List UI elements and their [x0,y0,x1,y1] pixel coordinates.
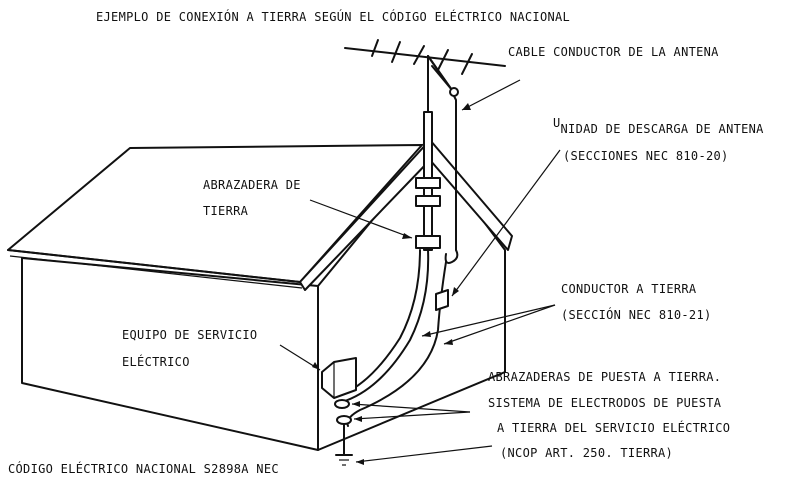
leader-discharge-unit [451,149,561,297]
label-ground-clamp-line1: ABRAZADERA DE [203,178,301,192]
leader-ground-conductor-a [421,304,556,337]
label-service-equipment-line2: ELÉCTRICO [122,355,190,369]
leader-ground-rod [355,445,493,463]
antenna-boom [344,47,506,67]
footer-code: CÓDIGO ELÉCTRICO NACIONAL S2898A NEC [8,462,279,476]
mast-ground-conductor [341,249,430,403]
label-ground-conductor-line1: CONDUCTOR A TIERRA [561,282,697,296]
diagram-title: EJEMPLO DE CONEXIÓN A TIERRA SEGÚN EL CÓ… [96,10,571,24]
roof-eave-lower [9,255,303,289]
discharge-unit-box [435,289,449,311]
label-ground-conductor-line2: (SECCIÓN NEC 810-21) [561,308,712,322]
label-electrode-line2: SISTEMA DE ELECTRODOS DE PUESTA [488,396,722,410]
label-discharge-unit-first: U [553,116,561,130]
roof-eave [7,249,301,283]
label-discharge-unit-sections: (SECCIONES NEC 810-20) [563,149,729,163]
label-antenna-lead: CABLE CONDUCTOR DE LA ANTENA [508,45,719,59]
label-discharge-unit: UNIDAD DE DESCARGA DE ANTENA [553,116,764,136]
leader-ground-clamp [309,199,413,239]
house-front-wall [21,257,319,451]
leader-ground-conductor-b [443,304,556,345]
label-electrode-line1: ABRAZADERAS DE PUESTA A TIERRA. [488,370,722,384]
leader-antenna-lead [461,79,521,111]
label-ground-clamp-line2: TIERRA [203,204,249,218]
label-discharge-unit-rest: NIDAD DE DESCARGA DE ANTENA [560,122,764,136]
leader-electrode-a [351,403,471,413]
label-electrode-line3: A TIERRA DEL SERVICIO ELÉCTRICO [497,421,731,435]
label-electrode-line4: (NCOP ART. 250. TIERRA) [500,446,674,460]
label-service-equipment-line1: EQUIPO DE SERVICIO [122,328,258,342]
leader-electrode-b [353,411,471,420]
